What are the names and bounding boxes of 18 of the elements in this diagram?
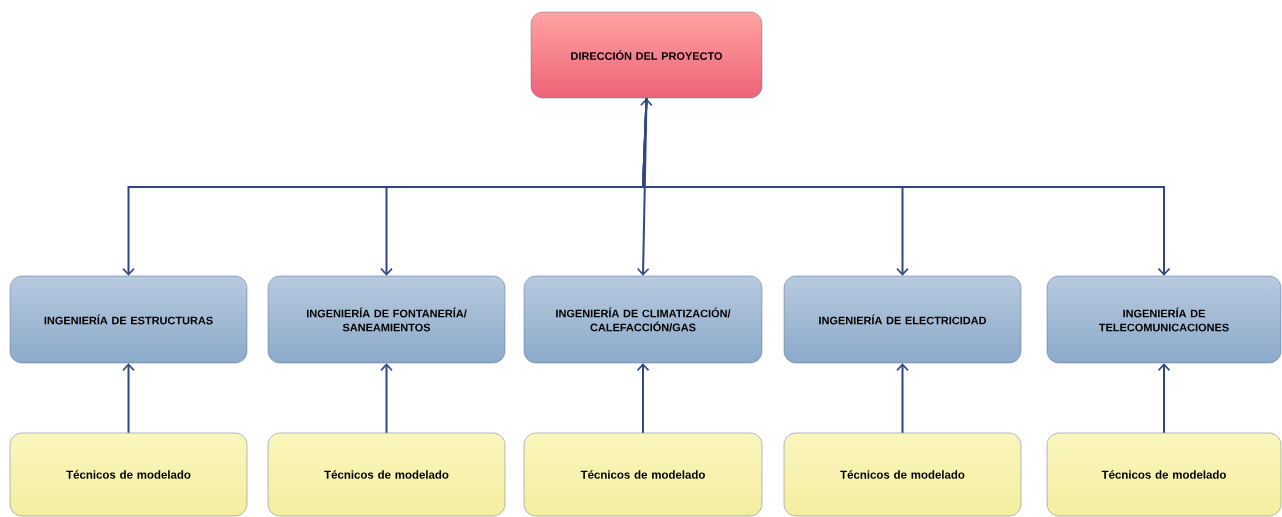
arrow: [896, 363, 909, 434]
process-box: INGENIERÍA DE ELECTRICIDAD: [783, 275, 1022, 364]
process-box: INGENIERÍA DE TELECOMUNICACIONES: [1046, 275, 1282, 364]
arrow: [122, 363, 135, 434]
process-box: INGENIERÍA DE CLIMATIZACIÓN/ CALEFACCIÓN/GAS: [523, 275, 763, 364]
process-box: Técnicos de modelado: [523, 432, 763, 517]
process-box: INGENIERÍA DE FONTANERÍA/ SANEAMIENTOS: [267, 275, 506, 364]
process-box: DIRECCIÓN DEL PROYECTO: [530, 11, 763, 99]
arrow: [1157, 363, 1171, 434]
process-box: Técnicos de modelado: [9, 432, 248, 517]
process-box: Técnicos de modelado: [1046, 432, 1282, 517]
process-box: Técnicos de modelado: [267, 432, 506, 517]
process-box: INGENIERÍA DE ESTRUCTURAS: [9, 275, 248, 364]
arrow: [636, 98, 653, 276]
arrow: [380, 363, 393, 434]
arrow: [641, 97, 1171, 276]
arrow: [636, 363, 650, 434]
process-box: Técnicos de modelado: [783, 432, 1022, 517]
